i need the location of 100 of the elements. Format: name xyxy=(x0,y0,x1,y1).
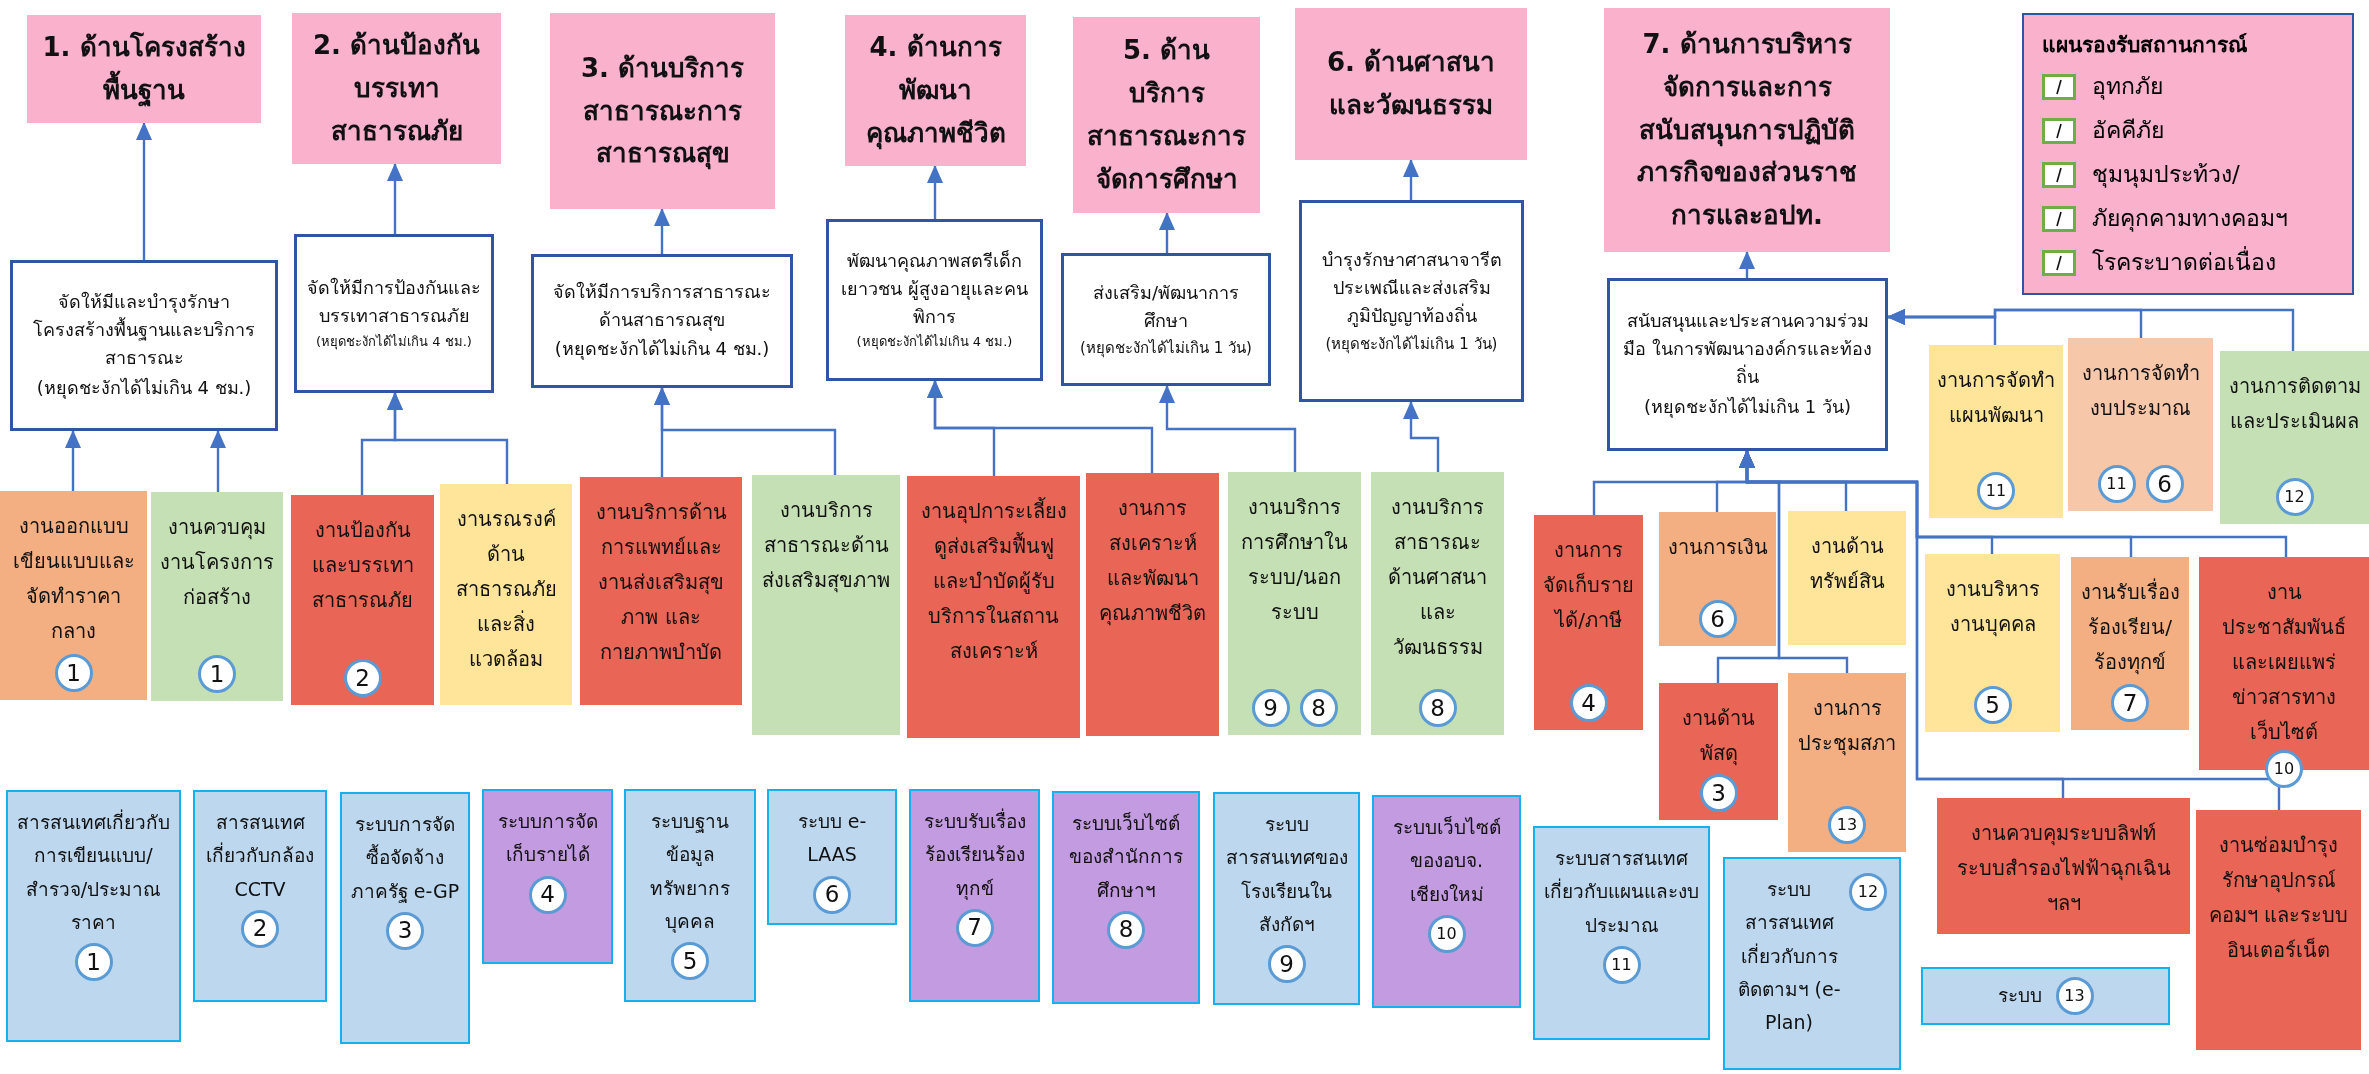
box-text: งานการติดตามและประเมินผล xyxy=(2228,373,2361,435)
callout-number: 6 xyxy=(1698,600,1737,638)
duration-note: (หยุดชะงักได้ไม่เกิน 1 วัน) xyxy=(1644,394,1851,420)
task-box xyxy=(752,475,900,735)
callout-number: 3 xyxy=(386,911,424,950)
duration-note: (หยุดชะงักได้ไม่เกิน 4 ชม.) xyxy=(856,333,1013,352)
category-box xyxy=(1073,17,1260,213)
callout-number: 11 xyxy=(2097,465,2136,503)
system-box xyxy=(1921,967,2170,1025)
box-text: สนับสนุนและประสานความร่วมมือ ในการพัฒนาองค์กรและท้องถิ่น xyxy=(1622,309,1873,390)
system-box xyxy=(1723,857,1901,1070)
task-box xyxy=(1534,515,1643,730)
box-text: งานออกแบบเขียนแบบและจัดทำราคากลาง xyxy=(11,513,136,645)
callout-number: 13 xyxy=(2055,977,2094,1015)
arrow xyxy=(136,122,152,260)
task-box xyxy=(440,484,572,705)
callout-number: 12 xyxy=(1849,873,1887,911)
callout-number: 8 xyxy=(1418,689,1457,727)
callout-number: 5 xyxy=(1973,686,2012,724)
system-box xyxy=(624,789,756,1002)
task-box xyxy=(1925,554,2060,732)
system-box xyxy=(1372,795,1521,1008)
legend-label: ชุมนุมประท้วง/ xyxy=(2092,159,2240,190)
box-text: งานการจัดทำแผนพัฒนา xyxy=(1937,367,2055,429)
box-text: งานการจัดเก็บรายได้/ภาษี xyxy=(1542,537,1635,634)
box-text: งานป้องกันและบรรเทาสาธารณภัย xyxy=(310,517,415,614)
box-text: ระบบสารสนเทศเกี่ยวกับแผนและงบประมาณ xyxy=(1543,846,1700,938)
box-text: ระบบฐานข้อมูลทรัพยากรบุคคล xyxy=(649,809,731,935)
category-box xyxy=(292,13,501,164)
arrow xyxy=(387,163,403,234)
callout-number: 7 xyxy=(955,908,994,947)
box-text: จัดให้มีการบริการสาธารณะด้านสาธารณสุข xyxy=(552,279,772,333)
arrow xyxy=(387,392,509,484)
category-box xyxy=(1295,8,1527,160)
callout-number: 11 xyxy=(1602,945,1641,984)
legend-label: อัคคีภัย xyxy=(2092,115,2164,145)
box-text: สารสนเทศเกี่ยวกับการเขียนแบบ/สำรวจ/ประมาณราคา xyxy=(16,808,171,935)
mission-box xyxy=(826,219,1043,381)
arrow xyxy=(1887,308,2295,351)
box-text: สารสนเทศเกี่ยวกับกล้อง CCTV xyxy=(205,810,315,902)
arrow xyxy=(65,430,81,491)
callout-number: 12 xyxy=(2275,478,2314,516)
task-box xyxy=(2220,351,2369,524)
callout-number: 3 xyxy=(1699,774,1738,812)
legend-label: อุทกภัย xyxy=(2092,71,2163,102)
legend-title: แผนรองรับสถานการณ์ xyxy=(2042,32,2247,59)
box-text: งานบริการสาธารณะด้านส่งเสริมสุขภาพ xyxy=(761,497,891,595)
arrow xyxy=(1159,212,1175,253)
callout-number: 1 xyxy=(54,654,93,692)
arrow xyxy=(927,165,943,219)
system-box xyxy=(767,789,897,925)
mission-box xyxy=(294,234,494,393)
callout-number: 10 xyxy=(2265,750,2303,788)
task-box xyxy=(1228,472,1361,735)
category-box xyxy=(845,15,1026,166)
arrow xyxy=(1403,401,1440,472)
task-box xyxy=(1086,473,1219,736)
box-text: จัดให้มีและบำรุงรักษาโครงสร้างพื้นฐานและบริการสาธารณะ xyxy=(32,290,256,371)
box-text: ระบบการจัดเก็บรายได้ xyxy=(496,809,599,868)
callout-number: 1 xyxy=(198,655,236,693)
duration-note: (หยุดชะงักได้ไม่เกิน 4 ชม.) xyxy=(316,333,472,352)
box-text: งานอุปการะเลี้ยงดูส่งเสริมฟื้นฟู และบำบัดผู้รับบริการในสถานสงเคราะห์ xyxy=(919,496,1068,665)
callout-number: 8 xyxy=(1299,689,1338,727)
task-box xyxy=(0,491,147,700)
box-text: 7. ด้านการบริหารจัดการและการสนับสนุนการปฏิบัติภารกิจของส่วนราชการและอปท. xyxy=(1636,27,1858,233)
mission-box xyxy=(10,260,278,431)
category-box xyxy=(550,13,775,209)
arrow xyxy=(210,430,226,492)
task-box xyxy=(1788,673,1906,852)
task-box xyxy=(2071,557,2189,730)
callout-number: 6 xyxy=(813,875,851,914)
callout-number: 13 xyxy=(1828,806,1866,844)
box-text: งานรับเรื่องร้องเรียน/ร้องทุกข์ xyxy=(2079,577,2181,677)
legend-label: โรคระบาดต่อเนื่อง xyxy=(2092,247,2276,277)
system-box xyxy=(1213,792,1360,1005)
task-box xyxy=(580,477,742,705)
duration-note: (หยุดชะงักได้ไม่เกิน 4 ชม.) xyxy=(554,337,770,362)
box-text: พัฒนาคุณภาพสตรีเด็กเยาวชน ผู้สูงอายุและคนพิการ xyxy=(840,248,1029,329)
box-text: งานควบคุมระบบลิฟท์ ระบบสำรองไฟฟ้าฉุกเฉิน ฯลฯ xyxy=(1955,820,2172,917)
system-box xyxy=(1052,791,1200,1004)
box-text: 6. ด้านศาสนาและวัฒนธรรม xyxy=(1326,46,1496,122)
box-text: ระบบสารสนเทศเกี่ยวกับการติดตามฯ (e-Plan) xyxy=(1736,877,1842,1035)
callout-number: 8 xyxy=(1107,910,1145,949)
callout-number: 7 xyxy=(2111,684,2149,722)
callout-number: 11 xyxy=(1977,472,2015,510)
callout-number: 5 xyxy=(671,942,709,980)
task-box xyxy=(2196,810,2361,1050)
system-box xyxy=(340,792,470,1044)
callout-number: 4 xyxy=(528,875,567,914)
task-box xyxy=(907,476,1080,738)
task-box xyxy=(2068,338,2213,511)
callout-number: 4 xyxy=(1569,684,1608,722)
box-text: ระบบเว็บไซต์ของอบจ. เชียงใหม่ xyxy=(1391,815,1502,907)
mission-box xyxy=(1299,200,1524,402)
box-text: งานประชาสัมพันธ์และเผยแพร่ข่าวสารทางเว็บไซต์ xyxy=(2221,579,2347,746)
callout-number: 6 xyxy=(2145,465,2184,503)
category-box xyxy=(27,15,261,123)
box-text: 3. ด้านบริการสาธารณะการสาธารณสุข xyxy=(580,51,745,172)
box-text: 2. ด้านป้องกันบรรเทาสาธารณภัย xyxy=(312,29,481,148)
box-text: งานด้านทรัพย์สิน xyxy=(1808,533,1886,595)
